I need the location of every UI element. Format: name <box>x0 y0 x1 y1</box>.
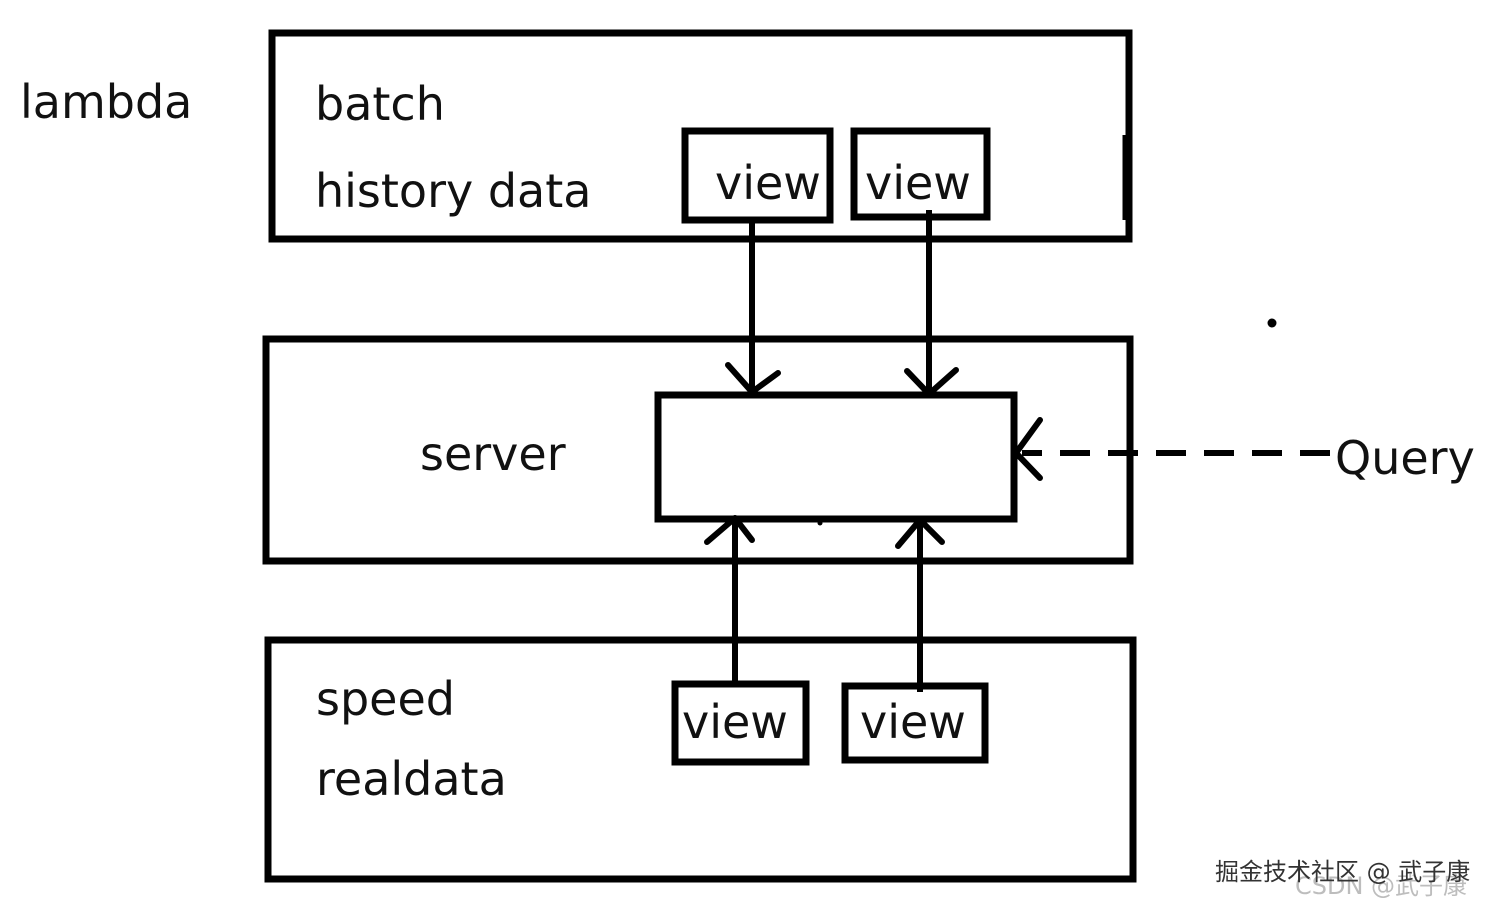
stray-dot <box>1267 318 1277 328</box>
stray-dot-small <box>817 520 823 526</box>
speed-view-1-box <box>671 680 810 766</box>
serving-layer: server <box>262 335 1134 565</box>
speed-view-2-box <box>841 682 989 764</box>
arrow-speed-view-2-to-server <box>895 517 945 692</box>
query-label: Query <box>1335 431 1475 485</box>
speed-view-1-label: view <box>682 695 788 749</box>
batch-view-1: view <box>681 127 834 224</box>
arrow-batch-view-1-to-server <box>725 222 781 395</box>
batch-view-1-label: view <box>715 156 821 210</box>
serving-layer-title: server <box>420 427 566 481</box>
batch-view-1-box <box>681 127 834 224</box>
arrow-batch-view-2-to-server <box>904 210 959 397</box>
batch-layer: batch history data view view <box>268 29 1133 243</box>
arrow-speed-view-1-to-server <box>704 515 755 682</box>
serving-store-box <box>654 391 1018 523</box>
watermark-primary: 掘金技术社区 @ 武子康 <box>1215 858 1470 886</box>
batch-view-2: view <box>850 127 991 221</box>
batch-view-2-label: view <box>865 156 971 210</box>
diagram-title: lambda <box>20 75 192 129</box>
speed-view-2: view <box>841 682 989 764</box>
speed-layer-title: speed <box>316 672 455 726</box>
batch-view-2-box <box>850 127 991 221</box>
speed-layer: speed realdata view view <box>264 636 1137 883</box>
watermark-secondary: CSDN @武子康 <box>1295 872 1467 900</box>
speed-layer-box <box>264 636 1137 883</box>
speed-layer-subtitle: realdata <box>316 752 507 806</box>
speed-view-2-label: view <box>860 695 966 749</box>
batch-layer-title: batch <box>315 77 445 131</box>
arrow-query-to-server: Query <box>1013 417 1475 485</box>
speed-view-1: view <box>671 680 810 766</box>
batch-layer-box <box>268 29 1133 243</box>
batch-layer-subtitle: history data <box>315 164 591 218</box>
